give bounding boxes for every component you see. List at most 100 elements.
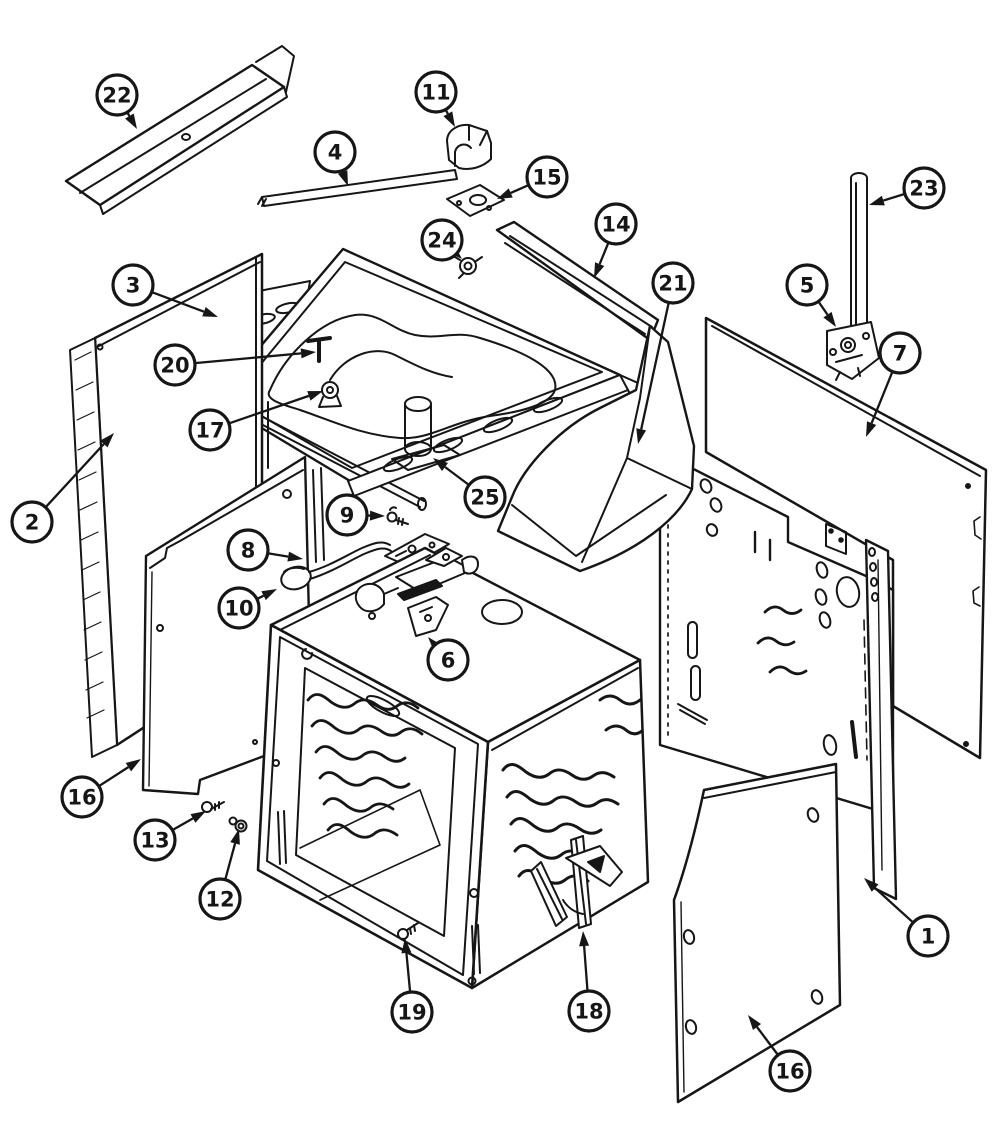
callout-11[interactable]: 11 [414,70,458,127]
balloon-circle[interactable] [594,202,638,246]
leader-line [228,394,310,425]
balloon-circle[interactable] [426,638,470,682]
callout-22[interactable]: 22 [95,73,139,129]
leader-arrowhead [443,111,455,127]
balloon-circle[interactable] [10,500,54,544]
callout-7[interactable]: 7 [866,331,922,437]
balloon-circle[interactable] [133,818,177,862]
balloon-circle[interactable] [878,331,922,375]
burner-pan-contour [267,313,557,440]
balloon-number: 7 [893,342,908,366]
leader-arrowhead [579,931,590,947]
callout-23[interactable]: 23 [869,166,946,210]
vent-hole [481,599,523,625]
part-vent-rod [850,172,868,369]
callout-16[interactable]: 16 [748,1015,812,1093]
leader-arrowhead [594,262,605,278]
callout-1[interactable]: 1 [864,878,950,958]
balloon-number: 4 [328,141,343,165]
part-side-spill-tray [496,324,696,573]
callout-4[interactable]: 4 [313,130,357,186]
balloon-circle[interactable] [60,775,104,819]
callout-15[interactable]: 15 [497,155,569,199]
callout-25[interactable]: 25 [433,458,507,519]
callout-14[interactable]: 14 [594,202,638,278]
balloon-number: 11 [421,81,450,105]
leader-line [171,817,194,832]
leader-line [224,843,237,880]
callout-3[interactable]: 3 [111,263,218,317]
balloon-number: 6 [441,649,456,673]
callout-2[interactable]: 2 [10,433,114,544]
part-bottom-rear-sheet [672,762,842,1104]
leader-line [44,443,105,509]
balloon-number: 16 [67,786,96,810]
balloon-circle[interactable] [188,408,232,452]
balloon-circle[interactable] [785,263,829,307]
balloon-number: 14 [601,213,630,237]
balloon-number: 15 [532,166,561,190]
balloon-circle[interactable] [567,989,611,1033]
balloon-circle[interactable] [651,261,695,305]
balloon-circle[interactable] [390,990,434,1034]
part-oven-cavity [256,546,650,990]
orifice-17-target [318,381,342,408]
balloon-circle[interactable] [198,877,242,921]
balloon-number: 1 [921,925,936,949]
balloon-circle[interactable] [525,155,569,199]
callout-20[interactable]: 20 [153,343,316,387]
callout-17[interactable]: 17 [188,391,323,452]
balloon-number: 3 [126,274,141,298]
callout-12[interactable]: 12 [198,829,242,921]
callout-19[interactable]: 19 [390,938,434,1034]
part-rod-bracket [826,321,880,381]
balloon-circle[interactable] [420,218,464,262]
leader-line [874,887,914,924]
callout-9[interactable]: 9 [325,493,385,537]
balloon-number: 12 [205,888,234,912]
leader-arrowhead [190,811,206,823]
balloon-circle[interactable] [768,1049,812,1093]
balloon-circle[interactable] [463,475,507,519]
balloon-circle[interactable] [414,70,458,114]
leader-arrowhead [100,433,114,448]
balloon-circle[interactable] [906,914,950,958]
callout-6[interactable]: 6 [426,637,470,682]
balloon-number: 17 [195,419,224,443]
leader-arrowhead [823,311,836,327]
balloon-number: 10 [224,597,253,621]
leader-line [510,184,530,195]
leader-line [817,300,829,316]
part-side-trim-rail [495,220,660,342]
part-front-channel [863,538,898,901]
balloon-number: 19 [397,1001,426,1025]
balloon-circle[interactable] [325,493,369,537]
callout-24[interactable]: 24 [420,218,464,262]
callout-10[interactable]: 10 [217,586,277,630]
balloon-circle[interactable] [902,166,946,210]
callout-21[interactable]: 21 [636,261,695,444]
balloon-circle[interactable] [217,586,261,630]
balloon-circle[interactable] [95,73,139,117]
insulation-window [306,693,424,839]
part-orifice-plate [446,184,505,217]
callout-8[interactable]: 8 [226,528,303,572]
balloon-circle[interactable] [313,130,357,174]
balloon-circle[interactable] [153,343,197,387]
leader-line [582,945,589,992]
balloon-number: 22 [102,84,131,108]
callout-13[interactable]: 13 [133,811,206,862]
callout-16[interactable]: 16 [60,759,141,819]
balloon-number: 9 [340,504,355,528]
balloon-circle[interactable] [226,528,270,572]
part-door-latch [354,547,479,637]
balloon-number: 23 [909,177,938,201]
callout-5[interactable]: 5 [785,263,836,327]
balloon-circle[interactable] [111,263,155,307]
leader-arrowhead [230,829,240,845]
screw-9-target [386,506,409,526]
leader-arrowhead [287,551,303,562]
callout-18[interactable]: 18 [567,931,611,1033]
